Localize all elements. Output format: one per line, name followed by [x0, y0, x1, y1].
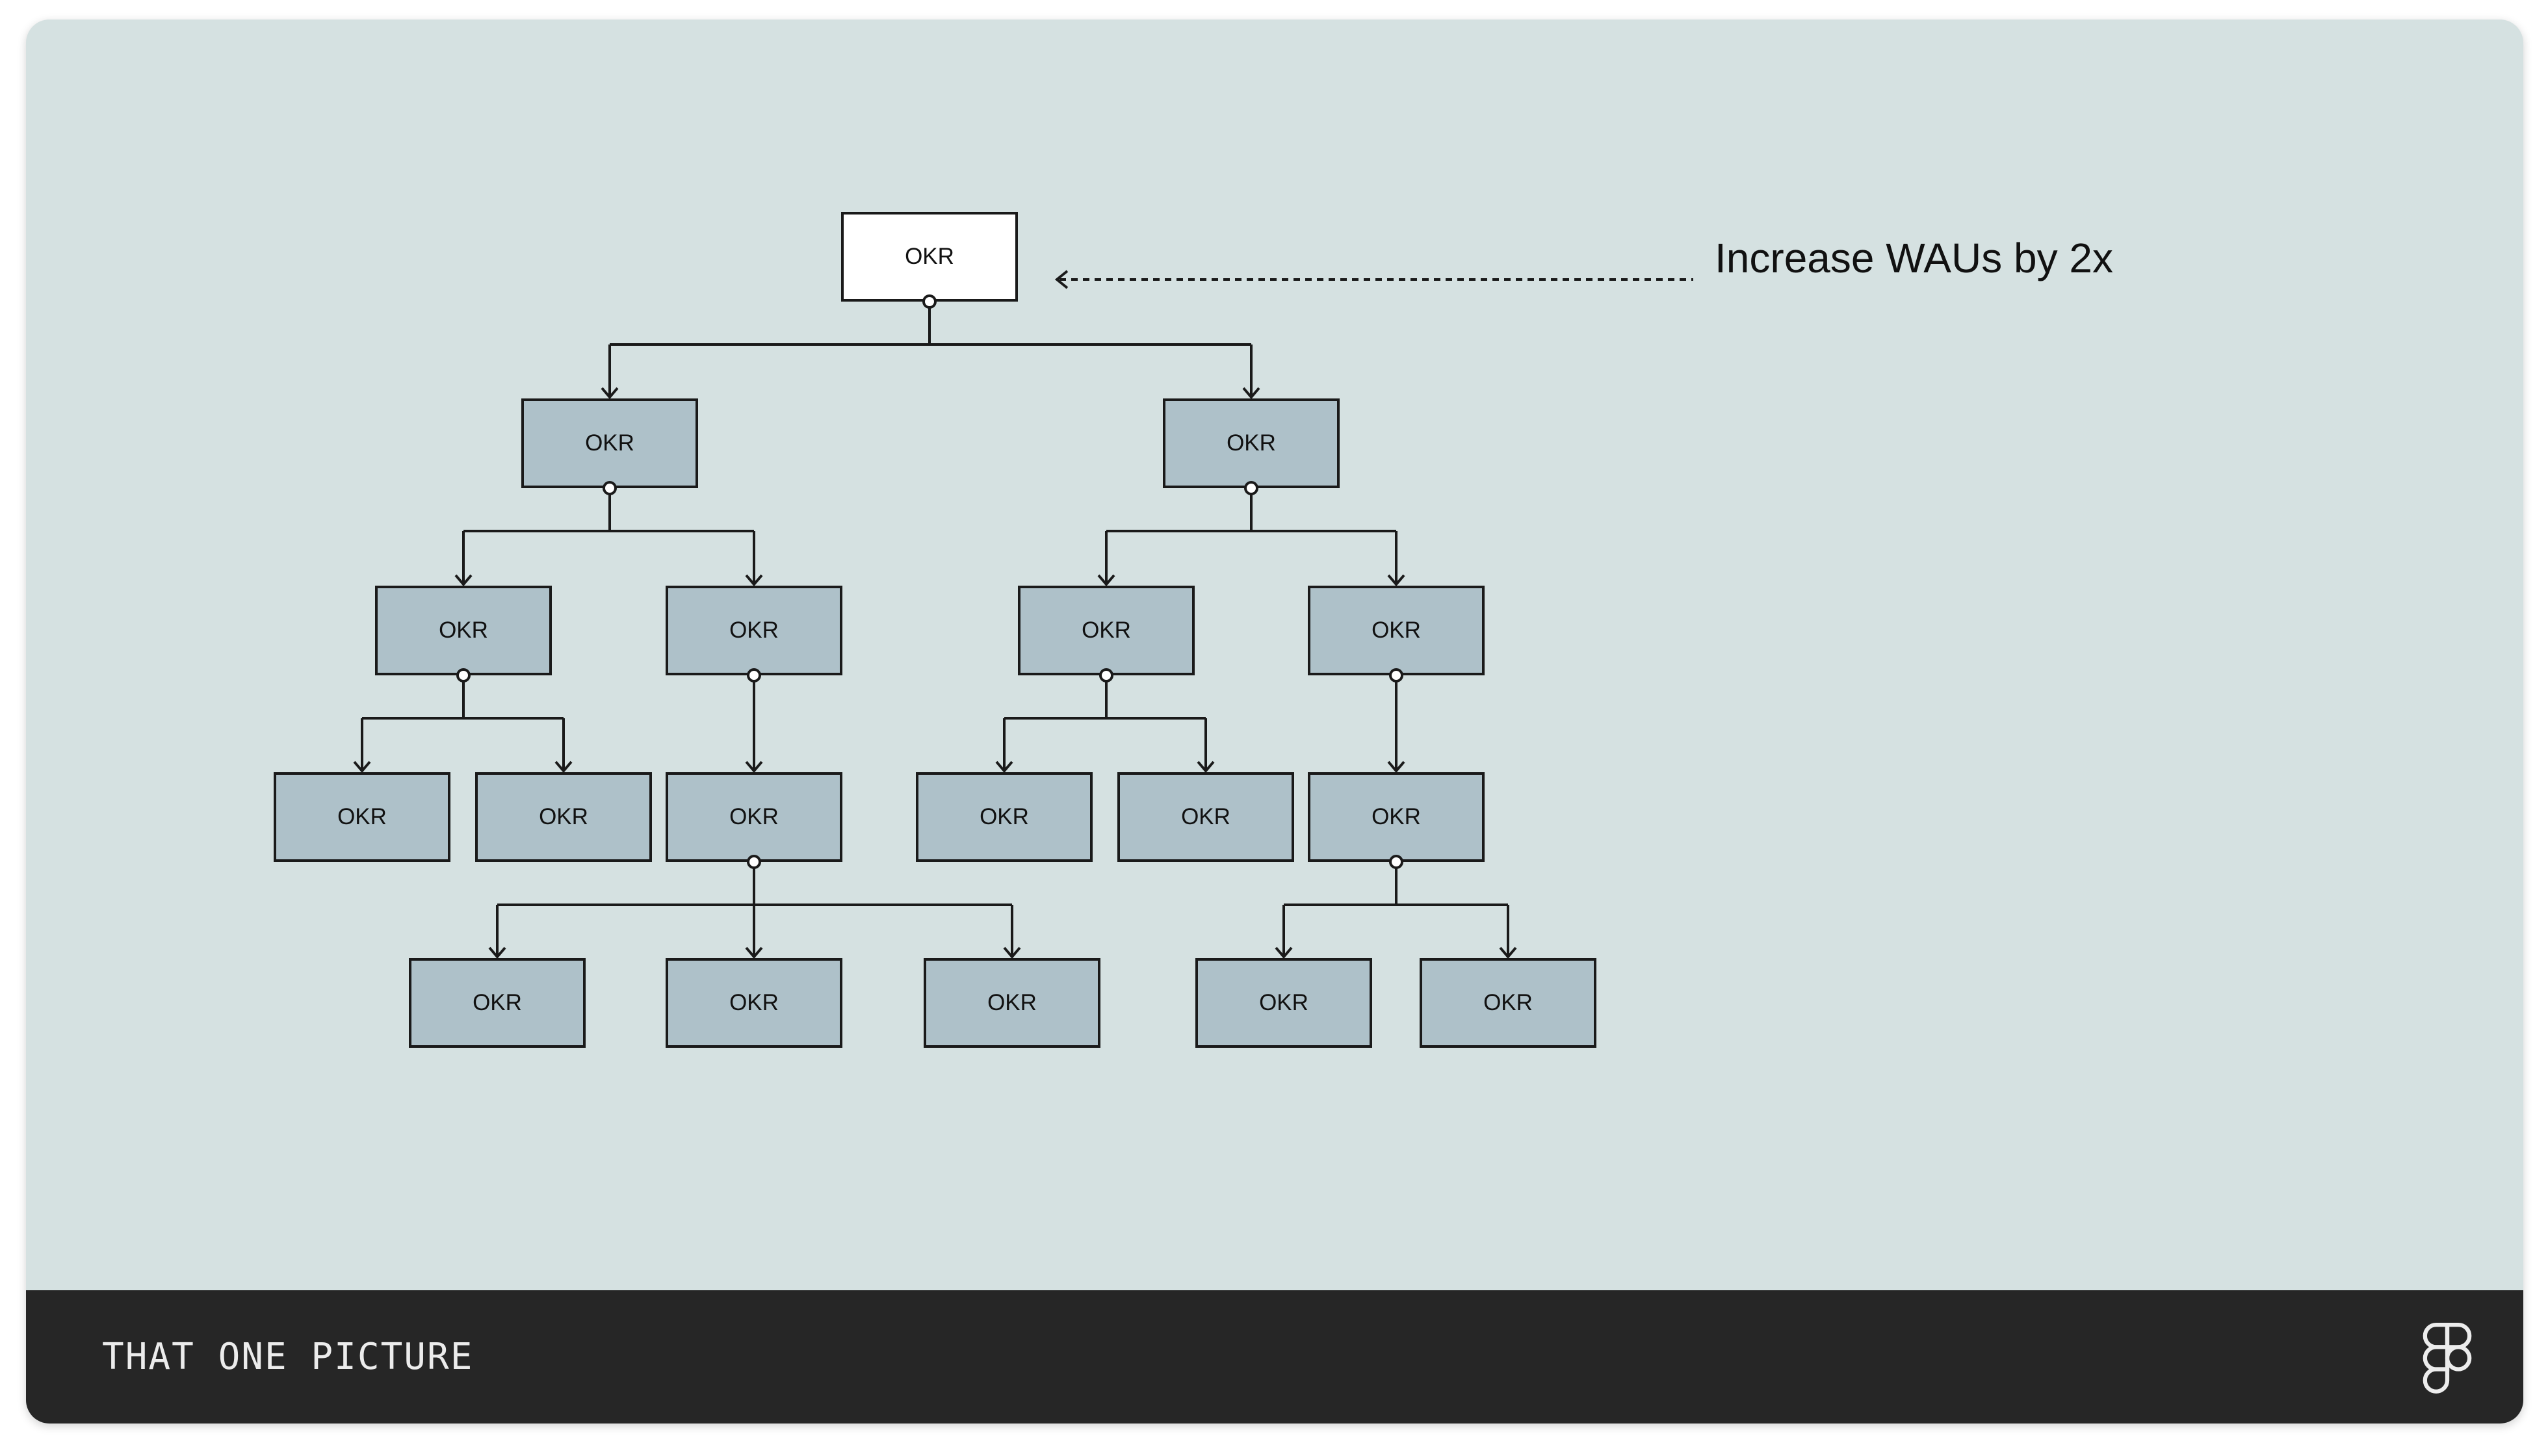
- connector-port: [747, 855, 761, 869]
- okr-node: OKR: [409, 958, 586, 1048]
- annotation-arrowhead: [1054, 270, 1069, 289]
- okr-node: OKR: [666, 958, 842, 1048]
- arrowhead: [554, 760, 573, 774]
- connector-port: [603, 481, 617, 495]
- arrowhead: [1387, 574, 1405, 587]
- okr-node: OKR: [521, 398, 698, 488]
- okr-node: OKR: [1195, 958, 1372, 1048]
- arrowhead: [745, 760, 763, 774]
- footer-bar: THAT ONE PICTURE: [26, 1290, 2523, 1424]
- okr-node: OKR: [1117, 772, 1294, 862]
- arrowhead: [1242, 387, 1260, 400]
- arrowhead: [601, 387, 619, 400]
- okr-node: OKR: [1308, 772, 1485, 862]
- connector-port: [922, 294, 937, 309]
- arrowhead: [745, 574, 763, 587]
- arrowhead: [488, 946, 506, 959]
- arrowhead: [1197, 760, 1215, 774]
- arrowhead: [1003, 946, 1021, 959]
- connector-port: [1244, 481, 1258, 495]
- okr-node: OKR: [666, 772, 842, 862]
- okr-node: OKR: [924, 958, 1100, 1048]
- okr-node: OKR: [475, 772, 652, 862]
- annotation-label: Increase WAUs by 2x: [1715, 235, 2113, 281]
- arrowhead: [353, 760, 371, 774]
- connector-port: [1389, 855, 1403, 869]
- arrowhead: [454, 574, 473, 587]
- arrowhead: [745, 946, 763, 959]
- arrowhead: [1499, 946, 1517, 959]
- figma-logo-icon: [2423, 1323, 2472, 1394]
- connector-port: [1099, 668, 1113, 682]
- okr-node: OKR: [1163, 398, 1340, 488]
- okr-node: OKR: [1420, 958, 1596, 1048]
- connector-port: [747, 668, 761, 682]
- okr-node: OKR: [274, 772, 450, 862]
- okr-node-root: OKR: [841, 212, 1018, 302]
- okr-node: OKR: [1018, 586, 1195, 675]
- arrowhead: [1387, 760, 1405, 774]
- okr-node: OKR: [375, 586, 552, 675]
- arrowhead: [1097, 574, 1115, 587]
- connector-port: [456, 668, 471, 682]
- okr-node: OKR: [666, 586, 842, 675]
- okr-node: OKR: [1308, 586, 1485, 675]
- okr-node: OKR: [916, 772, 1093, 862]
- footer-title: THAT ONE PICTURE: [102, 1336, 474, 1378]
- arrowhead: [995, 760, 1013, 774]
- connector-port: [1389, 668, 1403, 682]
- connector-layer: [353, 270, 1693, 959]
- arrowhead: [1275, 946, 1293, 959]
